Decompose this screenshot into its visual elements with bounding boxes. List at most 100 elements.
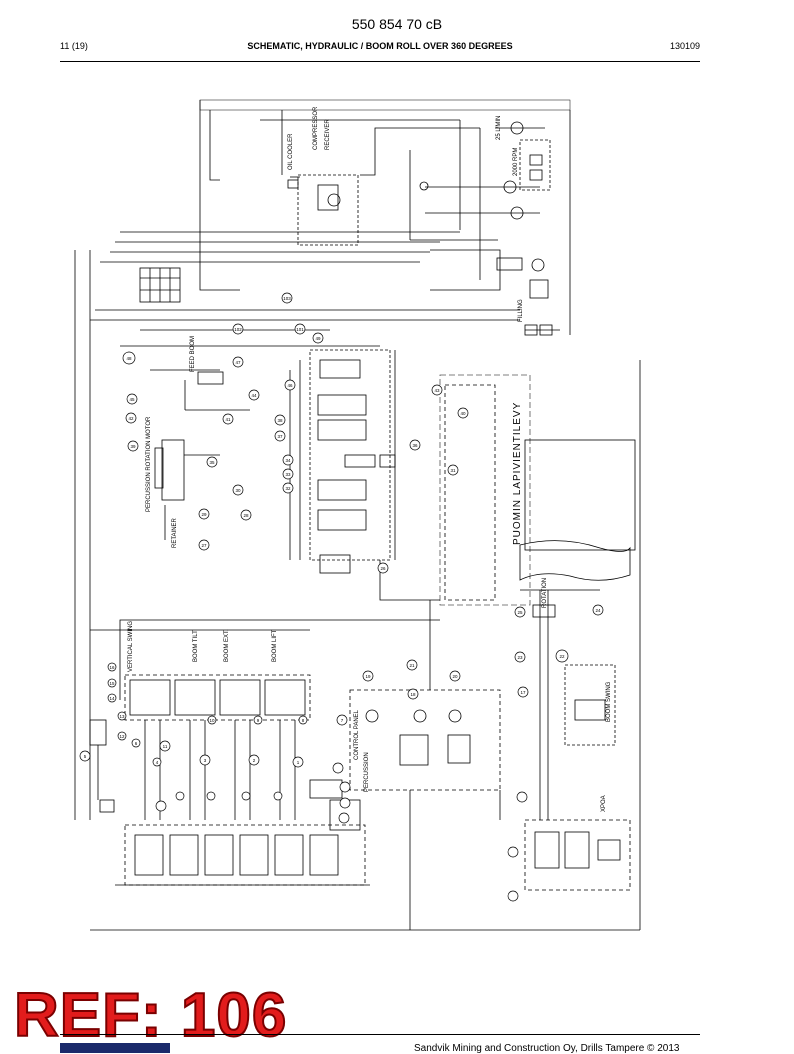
callout-number: 38: [277, 418, 283, 423]
callout-number: 22: [559, 654, 565, 659]
callout-number: 43: [434, 388, 440, 393]
callout-circle: [107, 662, 117, 672]
document-date: 130109: [669, 41, 700, 51]
callout-number: 28: [243, 513, 249, 518]
callout-circle: [282, 454, 294, 466]
callout-number: 101: [296, 327, 304, 332]
callout-circle: [127, 440, 139, 452]
footer-divider: [60, 1034, 700, 1035]
callout-circle: [125, 412, 137, 424]
callout-number: 29: [201, 512, 207, 517]
sandvik-logo: [60, 1043, 170, 1053]
callout-circle: [117, 731, 127, 741]
callout-circle: [152, 757, 162, 767]
callout-circle: [282, 482, 294, 494]
label-control-panel: CONTROL PANEL: [354, 709, 360, 760]
callout-number: 20: [452, 674, 458, 679]
callout-circle: [312, 332, 324, 344]
callout-number: 18: [410, 692, 416, 697]
reference-stamp: REF: 106: [13, 981, 288, 1050]
callout-number: 4: [156, 760, 159, 765]
callout-number: 44: [251, 393, 257, 398]
callout-number: 15: [109, 681, 115, 686]
label-vertical-swing: VERTICAL SWING: [128, 621, 134, 672]
callout-circle: [449, 670, 461, 682]
callout-circle: [126, 393, 138, 405]
callout-circle: [122, 351, 136, 365]
callout-circle: [336, 714, 348, 726]
callout-number: 33: [285, 472, 291, 477]
header-divider: [60, 61, 700, 62]
callout-number: 12: [119, 734, 125, 739]
schematic-labels: OIL COOLER COMPRESSOR RECEIVER FEED BOOM…: [128, 106, 612, 812]
callout-circle: [206, 791, 216, 801]
callout-circle: [431, 384, 443, 396]
label-filling: FILLING: [518, 299, 524, 322]
callout-number: 21: [409, 663, 415, 668]
callout-circle: [281, 292, 293, 304]
callout-circle: [175, 791, 185, 801]
callout-number: 35: [209, 460, 215, 465]
label-boom-lift: BOOM LIFT: [272, 629, 278, 662]
callout-number: 30: [235, 488, 241, 493]
label-boom-swing: BOOM SWING: [606, 681, 612, 722]
label-rotation: ROTATION: [542, 578, 548, 608]
callout-number: 48: [126, 356, 132, 361]
callout-number: 26: [380, 566, 386, 571]
callout-markers: [79, 292, 604, 902]
callout-circle: [232, 356, 244, 368]
callout-number: 3: [204, 758, 207, 763]
callout-number: 19: [365, 674, 371, 679]
footer-copyright: Sandvik Mining and Construction Oy, Dril…: [414, 1043, 680, 1054]
callout-number: 23: [517, 655, 523, 660]
callout-circle: [159, 740, 171, 752]
callout-number: 13: [119, 714, 125, 719]
callout-circle: [79, 750, 91, 762]
callout-number: 49: [315, 336, 321, 341]
callout-circle: [222, 413, 234, 425]
callout-circle: [409, 439, 421, 451]
callout-circle: [406, 659, 418, 671]
label-percussion: PERCUSSION: [364, 752, 370, 792]
callout-number: 11: [163, 744, 168, 749]
callout-circle: [232, 323, 244, 335]
callout-circle: [294, 323, 306, 335]
callout-number: 8: [302, 718, 305, 723]
callout-circle: [298, 715, 308, 725]
callout-circle: [447, 464, 459, 476]
callout-circle: [240, 509, 252, 521]
callout-circle: [514, 606, 526, 618]
callout-circle: [516, 791, 528, 803]
callout-number: 24: [595, 608, 601, 613]
callout-number: 25: [517, 610, 523, 615]
callout-circle: [282, 468, 294, 480]
label-boom-ext: BOOM EXT.: [224, 629, 230, 662]
callout-circle: [253, 715, 263, 725]
callout-number: 14: [109, 696, 115, 701]
callout-circle: [107, 678, 117, 688]
callout-circle: [338, 812, 350, 824]
callout-circle: [117, 711, 127, 721]
callout-number: 39: [130, 444, 136, 449]
callout-circle: [273, 791, 283, 801]
callout-circle: [248, 389, 260, 401]
callout-number: 41: [225, 417, 231, 422]
callout-circle: [377, 562, 389, 574]
label-boom-tilt: BOOM TILT: [193, 630, 199, 662]
callout-circle: [131, 738, 141, 748]
callout-circle: [155, 800, 167, 812]
callout-number: 5: [84, 754, 87, 759]
callout-circle: [207, 715, 217, 725]
label-fill-line: 25 L/MIN: [496, 116, 502, 140]
callout-number: 102: [234, 327, 242, 332]
callout-number: 27: [201, 543, 207, 548]
callout-number: 103: [283, 296, 291, 301]
callout-number: 46: [287, 383, 293, 388]
callout-number: 40: [460, 411, 466, 416]
document-number: 550 854 70 cB: [351, 16, 443, 32]
callout-number: 7: [341, 718, 344, 723]
callout-circle: [339, 781, 351, 793]
callout-circle: [555, 649, 569, 663]
callout-number: 1: [297, 760, 300, 765]
